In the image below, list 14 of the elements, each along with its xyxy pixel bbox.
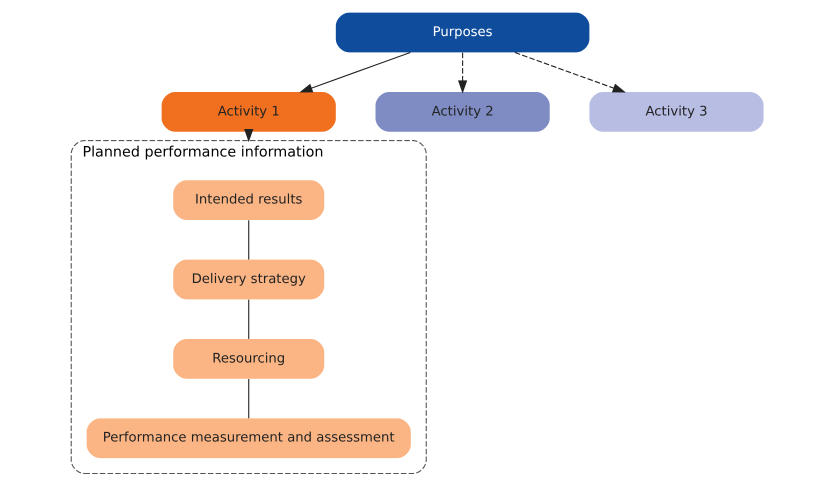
connector [248,300,249,339]
arrow [244,128,253,142]
arrow [298,52,410,93]
node-box: Activity 3 [588,92,764,132]
node-box: Purposes [335,12,589,52]
arrow [514,52,626,93]
node-box: Intended results [172,180,324,220]
arrow [457,52,467,94]
node-box: Performance measurement and assessment [86,418,410,458]
node-box: Delivery strategy [172,260,324,300]
node-box: Activity 2 [375,92,550,132]
connector [248,220,249,260]
connector [248,379,249,418]
node-box: Resourcing [172,339,324,379]
